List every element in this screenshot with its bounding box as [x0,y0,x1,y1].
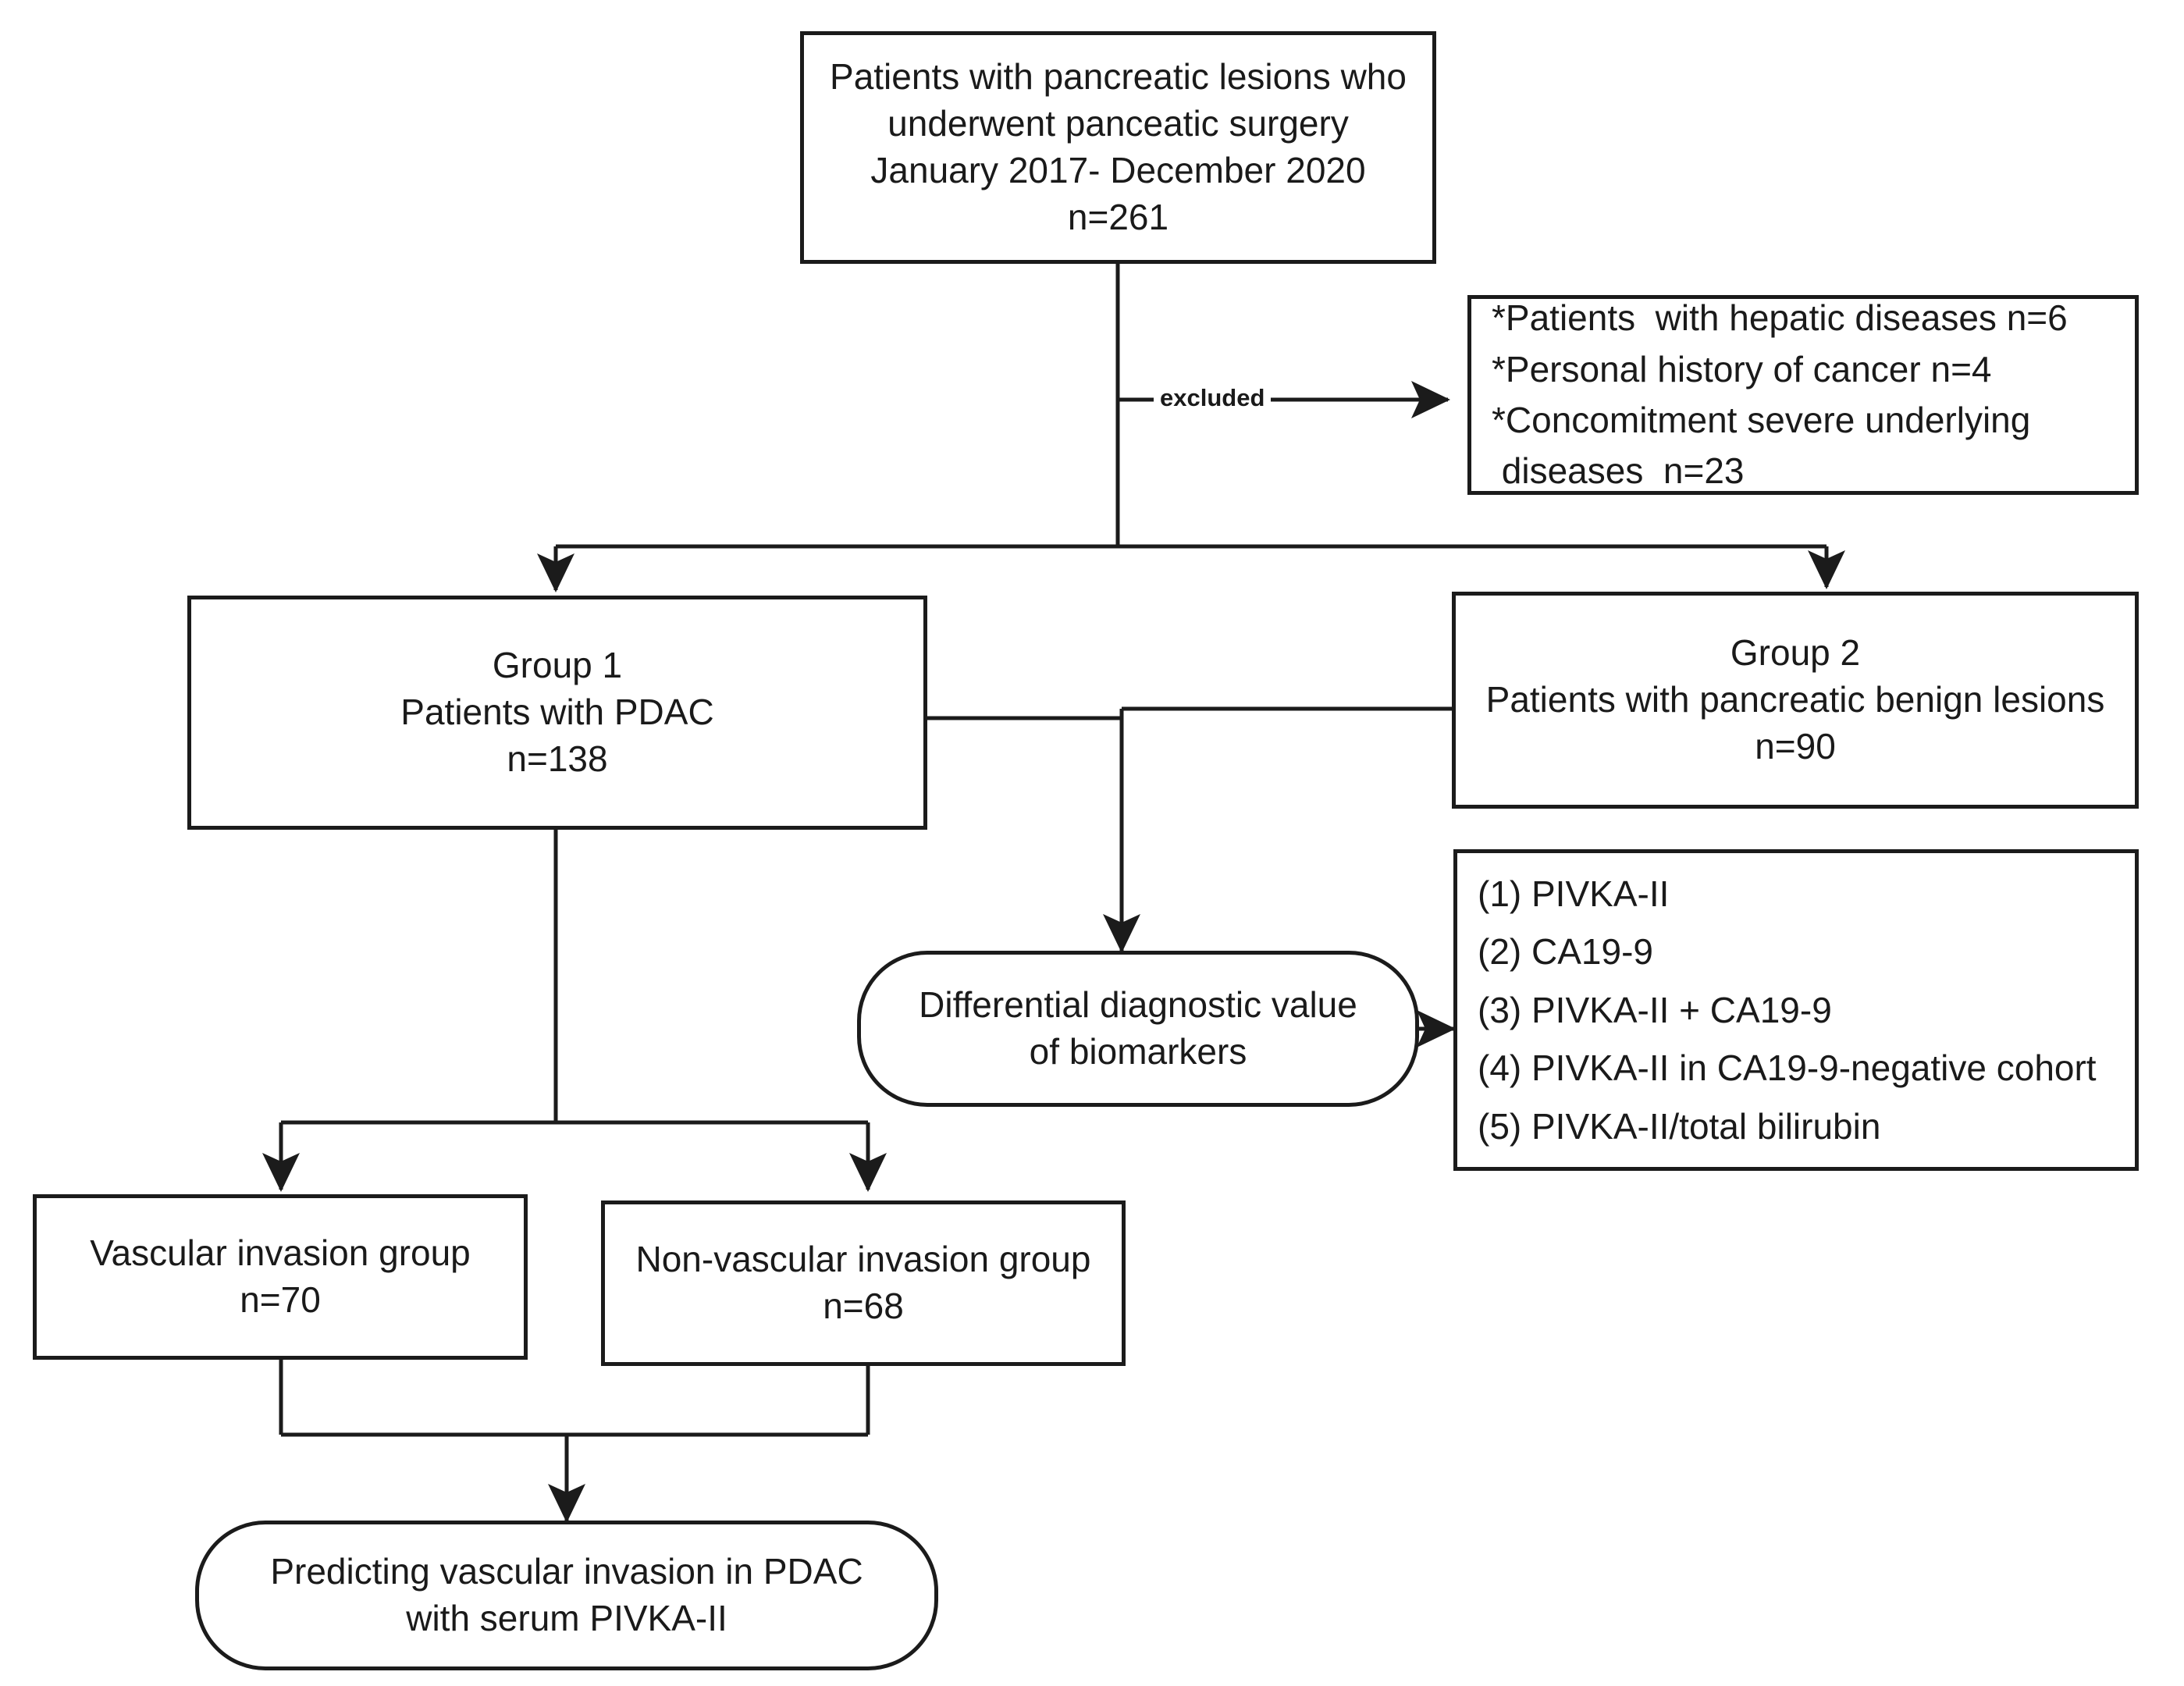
biomarker-item-3: (3) PIVKA-II + CA19-9 [1478,989,1832,1030]
biomarker-item-1: (1) PIVKA-II [1478,873,1670,914]
differential-line-2: of biomarkers [1029,1031,1247,1072]
group1-line-2: Patients with PDAC [400,692,714,733]
group2-line-2: Patients with pancreatic benign lesions [1485,679,2105,720]
enrollment-line-4: n=261 [1067,196,1169,237]
differential-line-1: Differential diagnostic value [919,984,1357,1026]
exclusions-line-2: *Personal history of cancer n=4 [1492,348,1992,389]
enrollment-line-3: January 2017- December 2020 [870,150,1366,190]
conclusion-line-1: Predicting vascular invasion in PDAC [270,1551,863,1592]
node-group2[interactable]: Group 2 Patients with pancreatic benign … [1452,592,2139,809]
edge-label-excluded: excluded [1154,384,1272,412]
group1-line-1: Group 1 [492,645,623,686]
node-enrollment[interactable]: Patients with pancreatic lesions who und… [800,31,1436,264]
node-conclusion[interactable]: Predicting vascular invasion in PDAC wit… [195,1521,938,1670]
exclusions-line-4: diseases n=23 [1492,450,1745,492]
enrollment-line-1: Patients with pancreatic lesions who [830,56,1407,98]
biomarker-item-4: (4) PIVKA-II in CA19-9-negative cohort [1478,1048,2097,1089]
group2-line-3: n=90 [1755,725,1836,767]
nonvascular-line-1: Non-vascular invasion group [635,1239,1091,1280]
vascular-line-2: n=70 [240,1279,321,1320]
exclusions-line-3: *Concomitment severe underlying [1492,400,2031,440]
node-biomarkers[interactable]: (1) PIVKA-II (2) CA19-9 (3) PIVKA-II + C… [1453,849,2139,1171]
biomarker-item-5: (5) PIVKA-II/total bilirubin [1478,1105,1881,1147]
group2-line-1: Group 2 [1730,632,1861,674]
group1-line-3: n=138 [507,738,608,779]
node-group1[interactable]: Group 1 Patients with PDAC n=138 [187,596,927,830]
enrollment-line-2: underwent panceatic surgery [887,103,1349,144]
vascular-line-1: Vascular invasion group [90,1232,471,1274]
conclusion-line-2: with serum PIVKA-II [406,1598,727,1638]
nonvascular-line-2: n=68 [823,1286,904,1326]
node-vascular-invasion[interactable]: Vascular invasion group n=70 [33,1194,528,1360]
node-differential[interactable]: Differential diagnostic value of biomark… [857,951,1419,1107]
exclusions-line-1: *Patients with hepatic diseases n=6 [1492,297,2068,339]
node-nonvascular-invasion[interactable]: Non-vascular invasion group n=68 [601,1200,1126,1366]
node-exclusions[interactable]: *Patients with hepatic diseases n=6 *Per… [1467,295,2139,495]
biomarker-item-2: (2) CA19-9 [1478,931,1653,973]
